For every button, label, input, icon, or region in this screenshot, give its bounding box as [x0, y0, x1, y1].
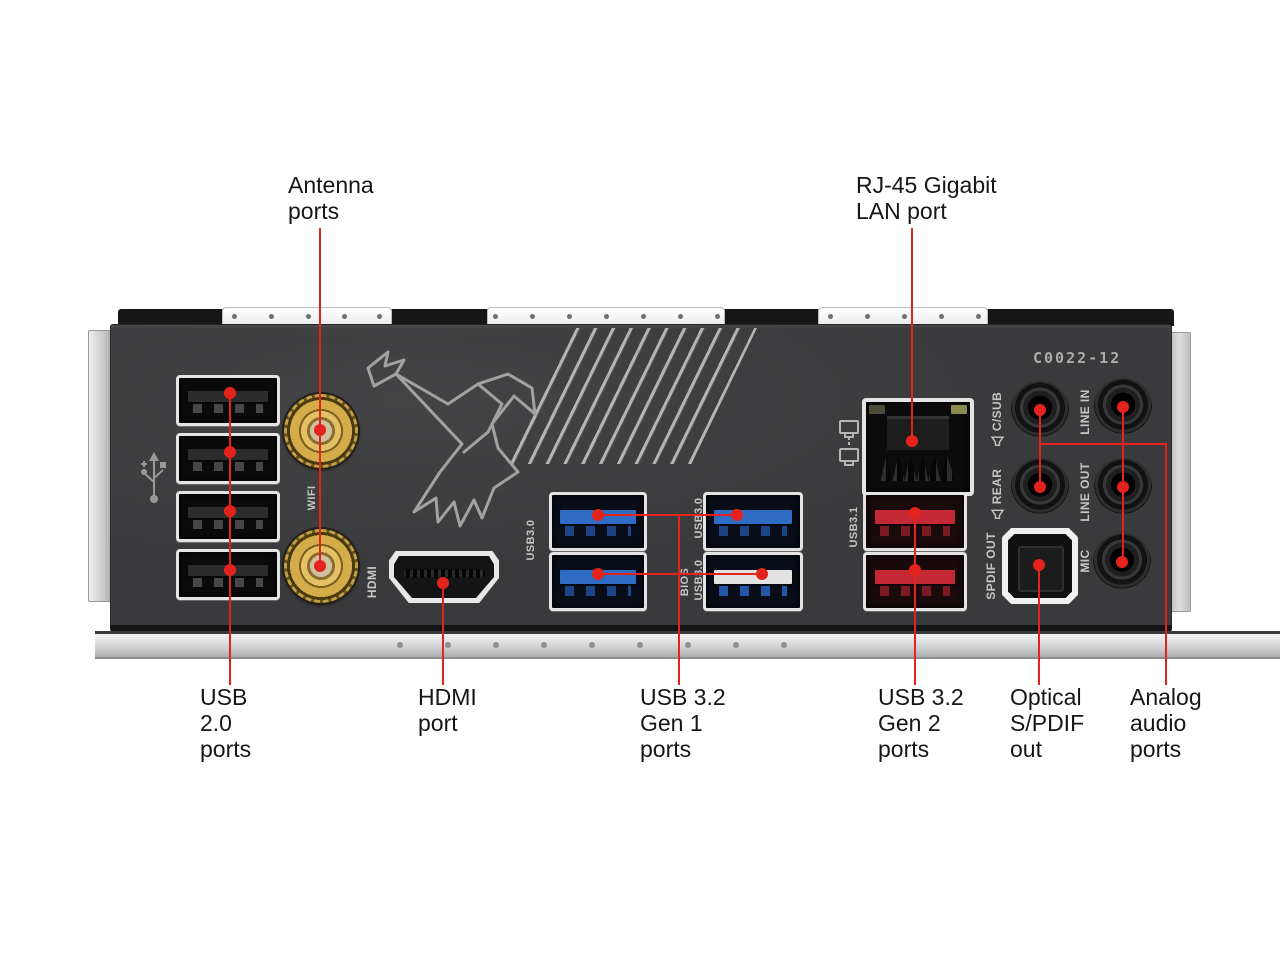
callout-dot: [1116, 556, 1128, 568]
callout-dot: [1033, 559, 1045, 571]
usb3-silkscreen-label-left: USB3.0: [525, 519, 537, 561]
callout-label-lan-port: RJ-45 Gigabit LAN port: [856, 172, 997, 224]
line-in-silkscreen-label: LINE IN: [1078, 389, 1092, 435]
callout-line-hdmi: [442, 583, 444, 685]
usb31-silkscreen-label: USB3.1: [848, 506, 860, 548]
callout-line-lan: [911, 228, 913, 441]
callout-line-gen1-bottom: [598, 573, 763, 575]
usb3-gen1-bios-flashback-port: [703, 552, 803, 611]
callout-dot: [1117, 401, 1129, 413]
callout-dot: [592, 509, 604, 521]
callout-label-hdmi-port: HDMI port: [418, 684, 477, 736]
lan-pin-block: [886, 416, 950, 450]
callout-dot: [731, 509, 743, 521]
callout-dot: [224, 564, 236, 576]
callout-dot: [224, 446, 236, 458]
callout-dot: [224, 505, 236, 517]
callout-line-gen2: [914, 512, 916, 685]
speaker-icon: [990, 509, 1004, 520]
callout-label-antenna-ports: Antenna ports: [288, 172, 374, 224]
callout-dot: [1034, 404, 1046, 416]
callout-label-usb2-ports: USB 2.0 ports: [200, 684, 252, 762]
hdmi-port: [389, 551, 499, 603]
aorus-logo: [366, 350, 537, 528]
callout-dot: [906, 435, 918, 447]
c-sub-silkscreen-label: C/SUB: [990, 392, 1004, 446]
speaker-icon: [990, 436, 1004, 446]
usb2-port-2: [176, 433, 280, 484]
lan-contact-teeth: [880, 454, 956, 482]
usb3-silkscreen-label-mid-top: USB3.0: [693, 497, 705, 539]
callout-dot: [909, 564, 921, 576]
spdif-silkscreen-label: SPDIF OUT: [984, 532, 998, 600]
rivet-hole: [828, 314, 833, 319]
usb3-gen1-port-1: [549, 492, 647, 551]
callout-dot: [314, 560, 326, 572]
callout-line-usb2: [229, 393, 231, 685]
callout-dot: [1117, 481, 1129, 493]
callout-label-optical-spdif: Optical S/PDIF out: [1010, 684, 1085, 762]
callout-line-spdif: [1038, 565, 1040, 685]
rivet-hole: [232, 314, 237, 319]
line-out-silkscreen-label: LINE OUT: [1078, 462, 1092, 522]
rivet-hole: [493, 314, 498, 319]
hdmi-silkscreen-label: HDMI: [365, 565, 379, 599]
usb2-port-1: [176, 375, 280, 426]
lan-led-right: [951, 405, 967, 414]
callout-line-antenna: [319, 228, 321, 566]
shield-bottom-strip: [95, 631, 1280, 659]
lan-led-left: [869, 405, 885, 414]
callout-dot: [314, 424, 326, 436]
callout-label-usb32-gen2-ports: USB 3.2 Gen 2 ports: [878, 684, 964, 762]
callout-label-usb32-gen1-ports: USB 3.2 Gen 1 ports: [640, 684, 726, 762]
callout-dot: [592, 568, 604, 580]
optical-spdif-port: [1002, 528, 1078, 604]
callout-label-analog-audio: Analog audio ports: [1130, 684, 1202, 762]
callout-line-csub-rear: [1039, 410, 1041, 488]
callout-line-gen1: [678, 514, 680, 685]
board-code: C0022-12: [1033, 349, 1122, 367]
hdmi-pin-row: [403, 569, 485, 578]
callout-dot: [756, 568, 768, 580]
usb3-gen1-port-2: [549, 552, 647, 611]
lan-icon: [839, 420, 859, 466]
wifi-silkscreen-label: WIFI: [306, 485, 318, 511]
usb3-silkscreen-label-mid-bottom: USB3.0: [693, 559, 705, 601]
callout-dot: [224, 387, 236, 399]
callout-line-analog-horizontal: [1039, 443, 1167, 445]
usb-icon: [141, 452, 166, 503]
callout-line-gen1-top: [598, 514, 738, 516]
callout-dot: [909, 507, 921, 519]
mic-silkscreen-label: MIC: [1078, 549, 1092, 573]
rj45-lan-port: [862, 398, 974, 496]
callout-dot: [437, 577, 449, 589]
callout-dot: [1034, 481, 1046, 493]
rear-silkscreen-label: REAR: [990, 469, 1004, 520]
rivet-hole: [397, 642, 403, 648]
callout-line-analog-vertical: [1165, 443, 1167, 685]
usb3-gen1-port-3: [703, 492, 803, 551]
shield-left-rail: [88, 330, 112, 602]
